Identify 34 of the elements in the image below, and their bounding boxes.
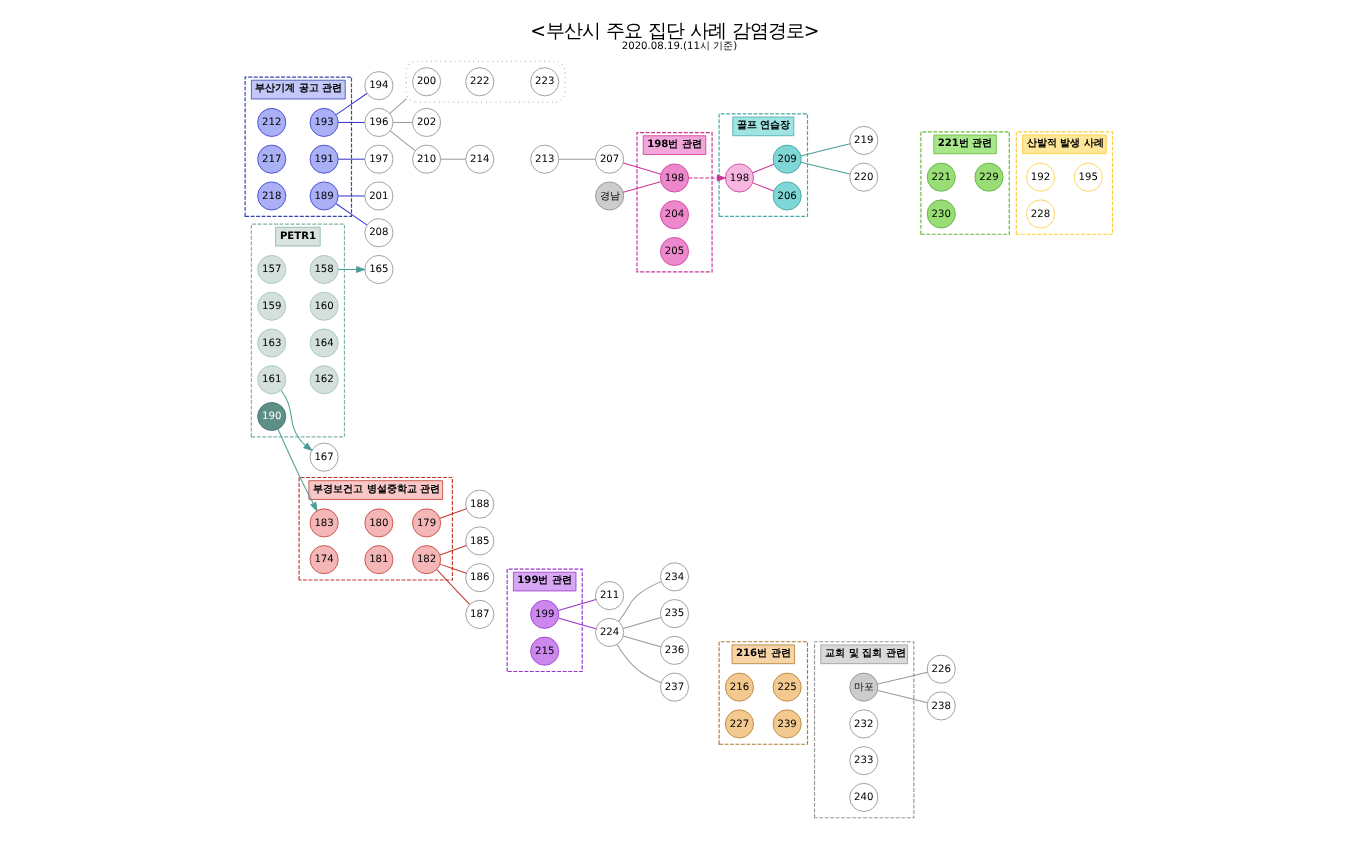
- connector: [439, 544, 467, 556]
- arrow: [688, 174, 727, 182]
- connector: [616, 644, 662, 684]
- connector: [622, 181, 662, 193]
- connector: [335, 203, 368, 226]
- connector: [392, 121, 413, 123]
- arrow: [337, 266, 367, 273]
- connector: [622, 635, 662, 648]
- connector: [557, 617, 597, 630]
- connector: [436, 569, 471, 605]
- connector: [800, 161, 851, 175]
- connector: [618, 581, 662, 622]
- connector: [337, 158, 365, 160]
- connector: [877, 689, 928, 704]
- connector: [622, 162, 662, 175]
- connector: [558, 158, 596, 160]
- connector: [800, 143, 851, 157]
- diagram-title: <부산시 주요 집단 사례 감염경로>: [530, 21, 820, 44]
- connector: [337, 195, 365, 197]
- connector: [439, 508, 467, 519]
- connector: [439, 563, 467, 574]
- connector: [877, 671, 928, 685]
- connector: [389, 98, 407, 114]
- arrow: [280, 389, 313, 452]
- connector: [622, 616, 662, 630]
- connector: [752, 182, 775, 192]
- connector: [557, 598, 597, 612]
- connector: [440, 158, 466, 160]
- connector: [389, 130, 416, 152]
- arrow: [277, 428, 318, 512]
- connector: [752, 163, 775, 174]
- cluster: [405, 60, 566, 103]
- connector: [337, 121, 365, 123]
- connector: [335, 92, 368, 116]
